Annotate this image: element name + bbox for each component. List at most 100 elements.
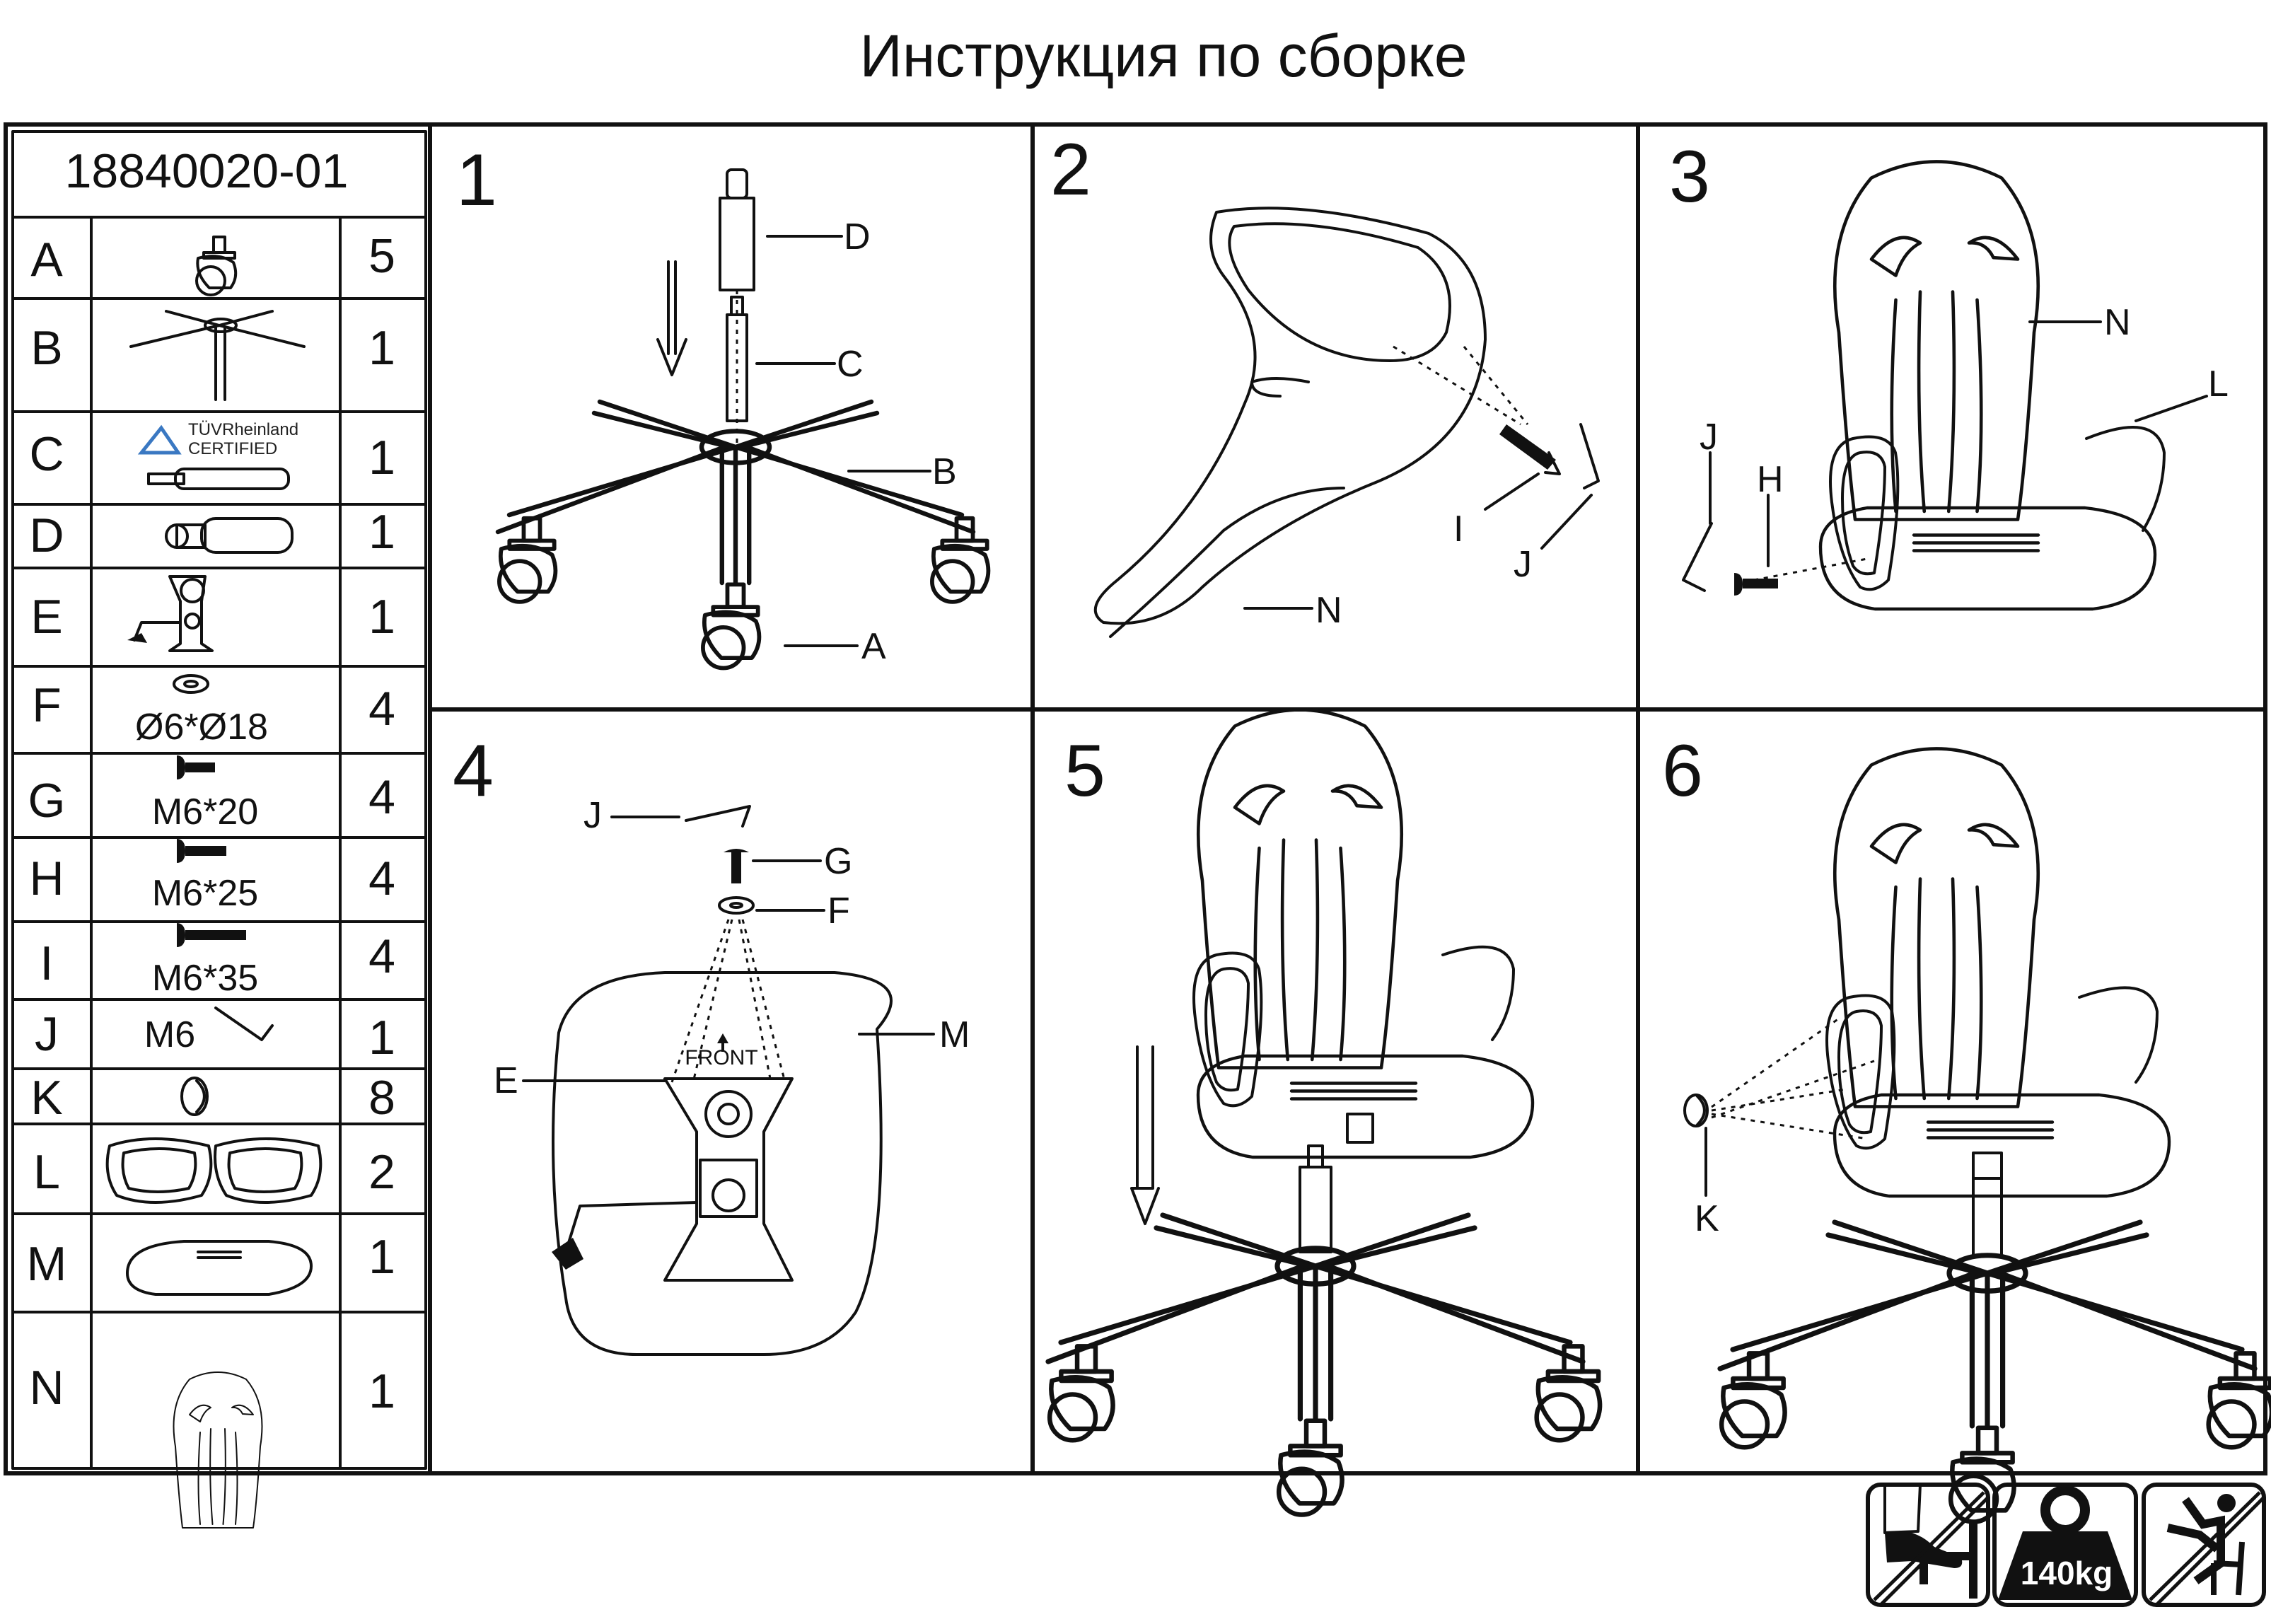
step-2-panel: 2 N I J [1050,129,1600,638]
step-number: 5 [1064,730,1105,812]
part-qty: 2 [368,1145,395,1199]
seat-cushion-underside [552,971,893,1356]
step-6-panel: 6 K [1662,730,2271,1522]
backrest [1198,710,1402,1068]
label-m: M [939,1014,970,1055]
washer-icon [718,896,755,915]
part-id: B [30,321,62,375]
down-arrow-icon [1130,1045,1160,1225]
step-number: 4 [453,730,494,812]
part-qty: 4 [368,852,395,905]
bolt-icon [724,849,749,883]
chair-base [1048,1215,1600,1515]
base-star-icon [129,310,306,401]
svg-text:CERTIFIED: CERTIFIED [188,439,277,458]
leader-line [2134,395,2208,422]
part-id: M [27,1237,67,1291]
caster-icon [195,236,238,296]
part-row-j: J M6 1 [35,1007,395,1065]
backrest [1835,162,2038,520]
chair-base [1720,1222,2271,1522]
part-id: G [28,774,66,828]
leader-line [1540,494,1593,550]
label-g: G [824,841,852,882]
step-number: 2 [1050,129,1091,211]
bolt-icon [177,755,215,779]
cap-icon [1683,1094,1709,1127]
label-j: J [583,795,602,836]
part-qty: 1 [368,505,395,559]
part-row-f: F Ø6*Ø18 4 [32,674,395,748]
backrest-side-view [1093,207,1487,638]
seat-cushion-icon [126,1240,313,1296]
guide-lines [670,919,786,1083]
part-id: I [40,936,54,990]
bolt-icon [1499,424,1561,475]
part-spec: M6*20 [152,791,258,833]
part-qty: 1 [368,1230,395,1284]
seat-mechanism [552,1077,794,1282]
label-e: E [494,1060,518,1101]
step-number: 3 [1669,136,1710,218]
model-number: 18840020-01 [65,144,349,198]
part-id: J [35,1007,59,1061]
part-row-k: K 8 [30,1071,395,1125]
seat-mechanism-icon [127,575,214,652]
label-f: F [827,891,850,932]
part-row-g: G M6*20 4 [28,755,395,833]
part-id: C [29,427,64,481]
part-qty: 1 [368,431,395,485]
step-3-panel: 3 N L J H [1669,136,2229,609]
part-id: L [33,1145,60,1199]
part-id: H [29,852,64,905]
front-label: FRONT [685,1046,757,1069]
part-qty: 4 [368,770,395,824]
bolt-icon [177,839,226,863]
warning-no-tipping-icon [2142,1483,2266,1607]
warning-no-standing-icon [1866,1483,1990,1607]
cylinder-cover-icon [165,517,294,554]
label-l: L [2208,364,2229,405]
part-row-d: D 1 [29,505,395,562]
armrest [1441,945,1515,1041]
part-row-n: N 1 [29,1361,395,1529]
part-id: K [30,1071,62,1125]
cylinder [1299,1166,1332,1253]
part-qty: 1 [368,1011,395,1065]
armrest [2085,426,2166,532]
bolt-icon [177,923,246,947]
gas-lift-icon [147,468,290,490]
mechanism-knob [1346,1113,1374,1144]
label-c: C [837,344,864,385]
step-number: 1 [456,139,497,221]
guide-line [1393,345,1521,426]
part-id: E [30,590,62,644]
step-5-panel: 5 [1048,710,1600,1515]
part-row-b: B 1 [30,310,395,401]
part-qty: 1 [368,1364,395,1418]
hex-key-icon [685,805,751,828]
leader-line [1484,472,1540,511]
part-qty: 1 [368,321,395,375]
label-k: K [1695,1198,1719,1239]
gas-lift-assembly [498,168,988,668]
part-qty: 5 [368,229,395,283]
part-id: A [30,233,63,286]
part-id: F [32,678,62,732]
guide-lines [1711,1017,1875,1140]
part-id: N [29,1361,64,1415]
label-j: J [1700,417,1718,458]
hex-key-icon [214,1007,274,1041]
outer-frame [4,122,2267,1475]
cap-icon [180,1077,209,1116]
armrest [2078,986,2159,1084]
part-spec: M6*25 [152,873,258,914]
label-h: H [1757,459,1784,500]
part-row-i: I M6*35 4 [40,923,395,999]
max-load-icon: 140kg [1992,1483,2138,1607]
label-j: J [1514,544,1532,585]
front-arrow-icon [717,1033,728,1052]
armrest [1192,951,1263,1108]
down-arrow-icon [656,260,687,376]
